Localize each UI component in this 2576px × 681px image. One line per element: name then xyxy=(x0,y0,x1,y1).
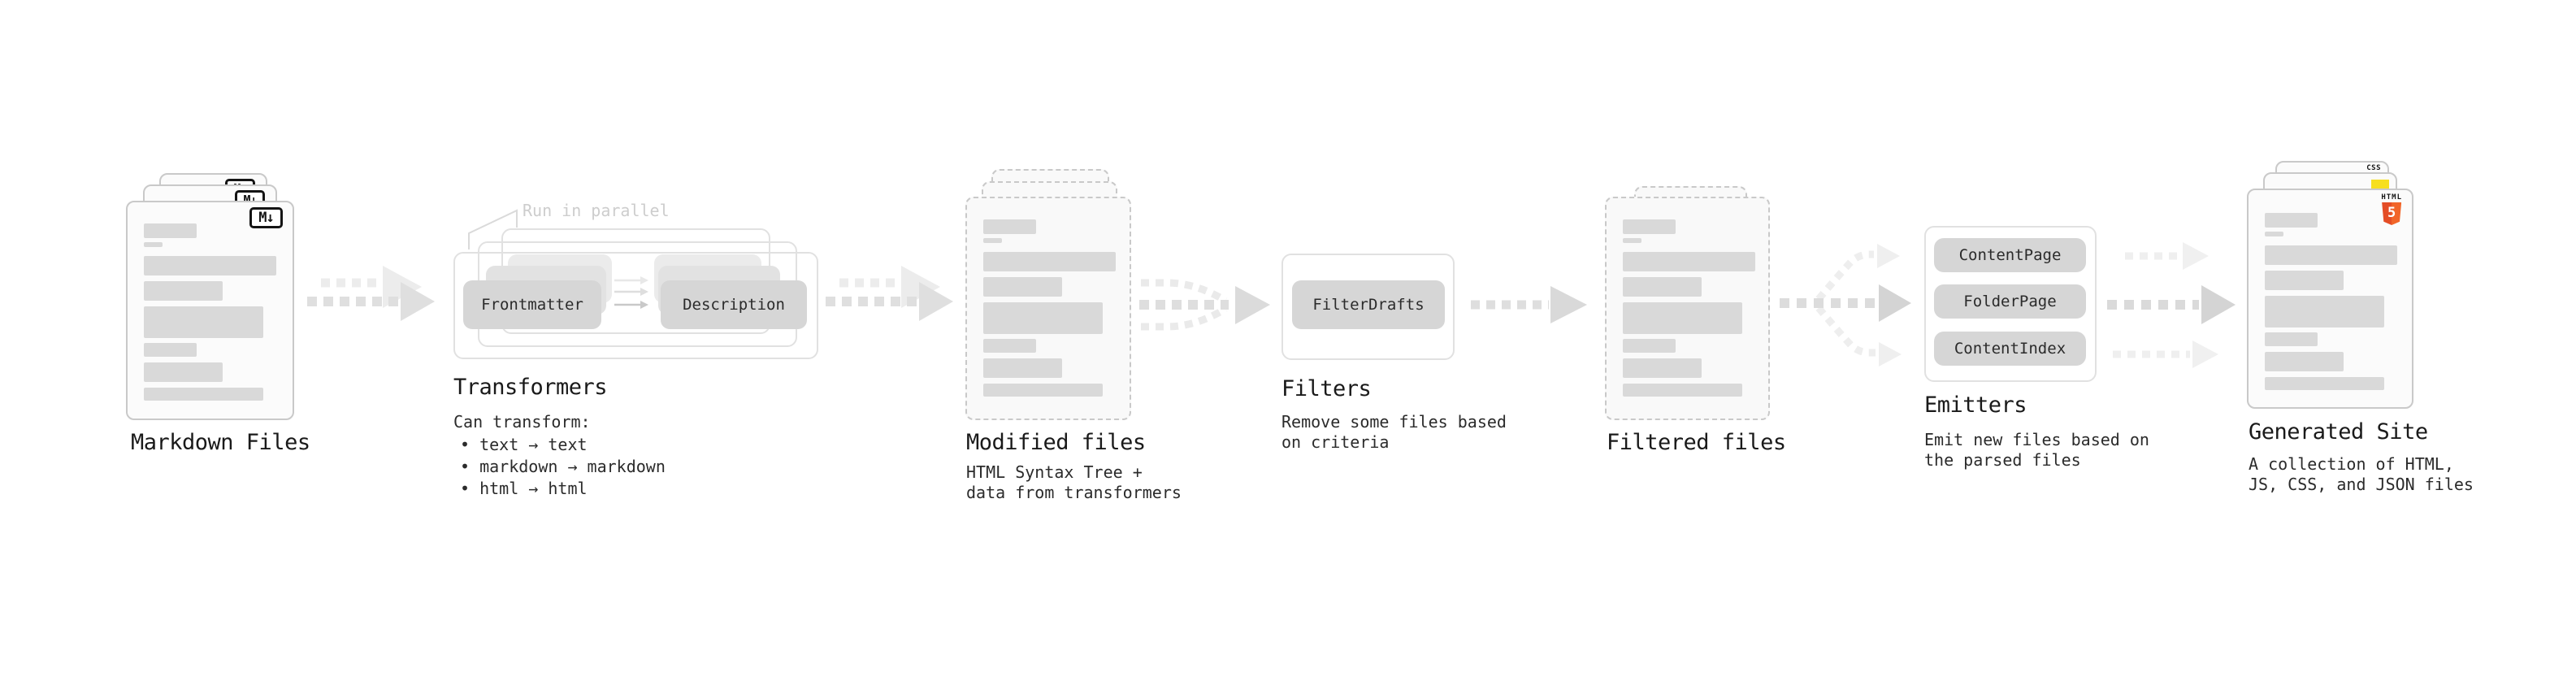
doc-skeleton-bar xyxy=(144,281,223,301)
stage-label-markdown-files: Markdown Files xyxy=(131,430,310,455)
doc-skeleton-bar xyxy=(2265,213,2318,228)
transformers-desc-title: Can transform: xyxy=(453,412,591,432)
html5-icon-number: 5 xyxy=(2387,204,2396,221)
run-in-parallel-note: Run in parallel xyxy=(523,201,670,220)
stage-label-modified-files: Modified files xyxy=(966,430,1146,455)
doc-skeleton-bar xyxy=(2265,352,2344,371)
doc-skeleton-bar xyxy=(983,277,1062,297)
doc-skeleton-bar xyxy=(1623,384,1742,397)
doc-skeleton xyxy=(1623,219,1755,397)
arrow-emitters-to-generated xyxy=(2107,242,2236,368)
frontmatter-pill: Frontmatter xyxy=(463,280,601,329)
doc-skeleton-bar xyxy=(144,306,263,338)
stage-label-filtered-files: Filtered files xyxy=(1607,430,1786,455)
arrow-markdown-to-transformers xyxy=(307,266,435,321)
doc-skeleton-bar xyxy=(144,223,197,238)
doc-skeleton-bar xyxy=(1623,339,1676,353)
desc-line: A collection of HTML, xyxy=(2249,454,2454,474)
doc-skeleton-bar xyxy=(1623,302,1742,334)
doc-skeleton-bar xyxy=(144,362,223,382)
filtered-file-card-front xyxy=(1605,197,1770,420)
doc-skeleton-bar xyxy=(1623,277,1702,297)
desc-line: data from transformers xyxy=(966,483,1182,502)
note-bracket-line xyxy=(468,209,518,249)
markdown-icon: M↓ xyxy=(249,207,283,228)
modified-file-card-front xyxy=(965,197,1131,420)
stage-label-emitters: Emitters xyxy=(1924,393,2027,418)
bullet-item: • html → html xyxy=(460,479,588,498)
transform-flow-arrows xyxy=(614,276,648,309)
arrow-filtered-to-emitters xyxy=(1780,244,1911,367)
contentpage-pill: ContentPage xyxy=(1934,238,2086,272)
doc-skeleton-bar xyxy=(1623,252,1755,271)
html5-icon-shield: 5 xyxy=(2382,202,2402,225)
doc-skeleton-bar xyxy=(2265,271,2344,290)
doc-skeleton-bar xyxy=(983,339,1036,353)
doc-skeleton-bar xyxy=(2265,296,2384,327)
transformer-layer-front xyxy=(453,252,818,359)
doc-skeleton-bar xyxy=(983,238,1002,243)
emitters-container xyxy=(1924,226,2097,382)
bullet-item: • text → text xyxy=(460,435,588,454)
folderpage-pill: FolderPage xyxy=(1934,284,2086,319)
contentindex-pill: ContentIndex xyxy=(1934,332,2086,366)
doc-skeleton-bar xyxy=(1623,219,1676,234)
doc-skeleton-bar xyxy=(2265,377,2384,390)
html5-icon-text: HTML xyxy=(2381,193,2402,202)
doc-skeleton-bar xyxy=(2265,332,2318,346)
filters-container xyxy=(1281,254,1455,360)
doc-skeleton-bar xyxy=(144,388,263,401)
filters-desc: Remove some files based on criteria xyxy=(1281,412,1507,453)
doc-skeleton-bar xyxy=(144,343,197,357)
doc-skeleton-bar xyxy=(983,252,1116,271)
doc-skeleton xyxy=(983,219,1116,397)
transformers-bullet-list: • text → text • markdown → markdown • ht… xyxy=(460,434,666,500)
doc-skeleton xyxy=(2265,213,2397,390)
stage-label-transformers: Transformers xyxy=(453,375,608,400)
desc-line: HTML Syntax Tree + xyxy=(966,462,1143,482)
desc-line: JS, CSS, and JSON files xyxy=(2249,475,2474,494)
bullet-item: • markdown → markdown xyxy=(460,457,666,476)
html5-icon: HTML 5 xyxy=(2381,193,2402,225)
js-icon xyxy=(2371,180,2389,189)
doc-skeleton-bar xyxy=(983,384,1103,397)
arrow-modified-to-filters xyxy=(1139,279,1270,331)
doc-skeleton-bar xyxy=(2265,245,2397,265)
doc-skeleton xyxy=(144,223,276,401)
description-pill: Description xyxy=(661,280,807,329)
filterdrafts-pill: FilterDrafts xyxy=(1292,280,1445,329)
desc-line: Remove some files based xyxy=(1281,412,1507,432)
modified-files-desc: HTML Syntax Tree + data from transformer… xyxy=(966,462,1182,503)
desc-line: the parsed files xyxy=(1924,450,2081,470)
doc-skeleton-bar xyxy=(983,358,1062,378)
doc-skeleton-bar xyxy=(1623,358,1702,378)
stage-label-filters: Filters xyxy=(1281,376,1372,401)
doc-skeleton-bar xyxy=(144,242,163,247)
generated-site-desc: A collection of HTML, JS, CSS, and JSON … xyxy=(2249,454,2474,495)
doc-skeleton-bar xyxy=(2265,232,2283,236)
emitters-desc: Emit new files based on the parsed files xyxy=(1924,430,2149,471)
stage-label-generated-site: Generated Site xyxy=(2249,419,2428,445)
arrow-transformers-to-modified xyxy=(826,266,953,321)
arrow-filters-to-filtered xyxy=(1471,286,1587,323)
desc-line: Emit new files based on xyxy=(1924,430,2149,449)
doc-skeleton-bar xyxy=(144,256,276,275)
doc-skeleton-bar xyxy=(1623,238,1641,243)
desc-line: on criteria xyxy=(1281,432,1390,452)
doc-skeleton-bar xyxy=(983,302,1103,334)
markdown-file-card-front: M↓ xyxy=(126,201,294,420)
doc-skeleton-bar xyxy=(983,219,1036,234)
generated-html-file-card: HTML 5 xyxy=(2247,189,2413,409)
